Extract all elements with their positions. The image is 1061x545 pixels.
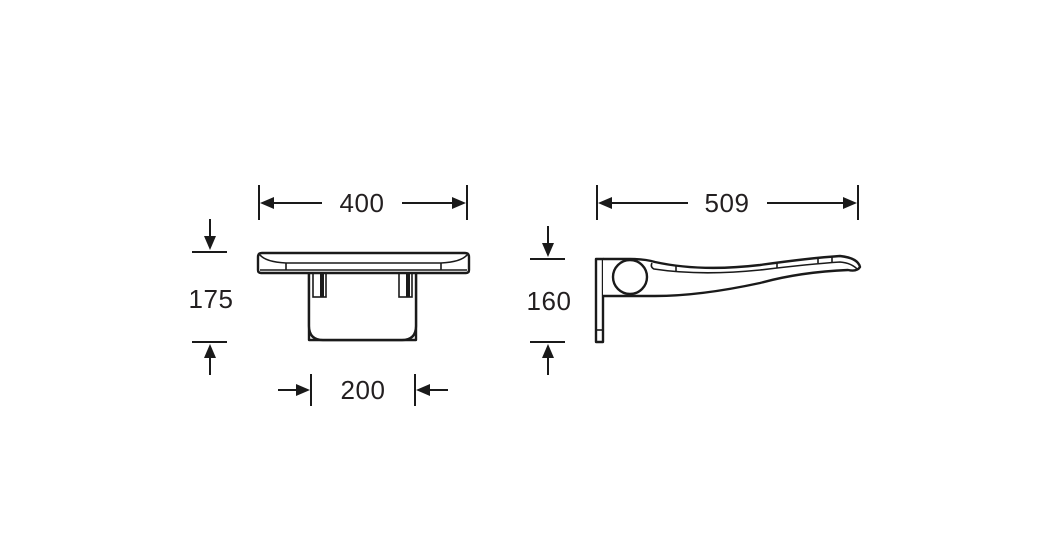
dimension-width-400 bbox=[258, 185, 468, 220]
side-view bbox=[530, 185, 862, 375]
label-width-400: 400 bbox=[339, 188, 385, 218]
label-depth-509: 509 bbox=[704, 188, 750, 218]
dimension-height-160 bbox=[530, 226, 565, 375]
front-view bbox=[192, 185, 471, 406]
label-width-200: 200 bbox=[340, 375, 386, 405]
label-height-175: 175 bbox=[188, 284, 234, 314]
seat-side-shape bbox=[594, 254, 862, 344]
label-height-160: 160 bbox=[526, 286, 572, 316]
dimension-width-200 bbox=[278, 374, 448, 406]
dimension-depth-509 bbox=[596, 185, 859, 220]
dimension-height-175 bbox=[192, 219, 227, 375]
seat-front-shape bbox=[256, 251, 471, 342]
